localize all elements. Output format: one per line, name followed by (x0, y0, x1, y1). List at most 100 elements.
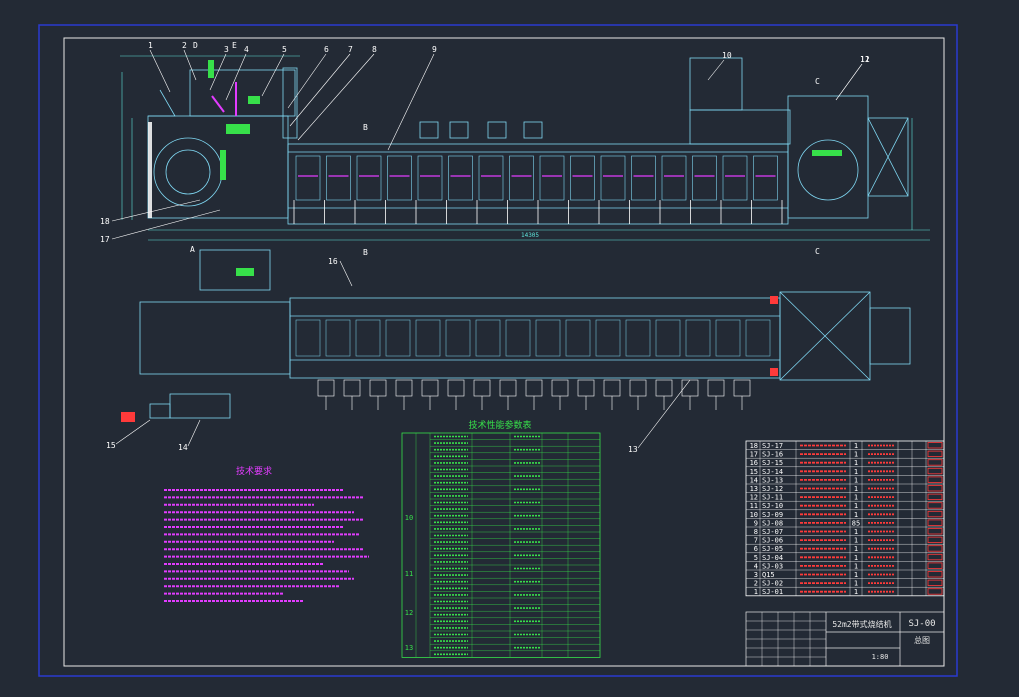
bom-item-code: SJ-09 (762, 511, 783, 519)
bom-item-weight (927, 502, 943, 509)
callout-label: 9 (432, 45, 437, 54)
bom-item-number: 14 (750, 476, 758, 484)
plan-wind-box (551, 379, 569, 397)
bom-item-code: SJ-15 (762, 459, 783, 467)
bom-item-code: SJ-13 (762, 476, 783, 484)
bom-item-weight (927, 510, 943, 518)
chute-cross-2 (867, 117, 909, 197)
bom-item-code: SJ-17 (762, 442, 783, 450)
bom-item-weight (927, 553, 943, 561)
callout-leader (835, 63, 863, 101)
bom-item-weight (927, 493, 943, 501)
callout-label: 16 (328, 257, 338, 266)
pallet-segment (448, 155, 473, 201)
bom-item-qty: 1 (854, 485, 858, 493)
elevation-view (147, 57, 909, 225)
plan-wind-box (525, 379, 543, 397)
pallet-segment (326, 155, 351, 201)
plan-view (139, 249, 911, 419)
plan-pallet-segment (745, 319, 771, 357)
callout-label: 14 (178, 443, 188, 452)
callout-leader (637, 379, 691, 449)
callout-label: 6 (324, 45, 329, 54)
callout-e: E (232, 41, 237, 50)
white-column-1 (148, 122, 152, 218)
callout-leader (289, 53, 351, 127)
head-sprocket-inner (165, 149, 211, 195)
bom-item-number: 11 (750, 502, 758, 510)
pallet-segment (387, 155, 412, 201)
plan-accents (121, 268, 778, 422)
params-group-number: 11 (405, 570, 413, 578)
bom-item-weight (927, 459, 943, 466)
plan-pallet-segment (325, 319, 351, 357)
callout-leader (339, 260, 353, 287)
bom-item-code: SJ-06 (762, 537, 783, 545)
plan-feed-box (199, 249, 271, 291)
plan-pallet-segment (565, 319, 591, 357)
bom-item-qty: 1 (854, 588, 858, 596)
wind-box-top-3 (487, 121, 507, 139)
bom-item-qty: 1 (854, 554, 858, 562)
title-block-grid (746, 612, 826, 666)
params-group-number: 13 (405, 644, 413, 652)
plan-red-marker-2 (770, 368, 778, 376)
bom-item-code: SJ-03 (762, 562, 783, 570)
callout-label: 5 (282, 45, 287, 54)
bom-item-code: SJ-02 (762, 580, 783, 588)
plan-red-marker-1 (770, 296, 778, 304)
params-group-number: 10 (405, 514, 413, 522)
callout-label: 17 (100, 235, 110, 244)
green-detail-1 (226, 124, 250, 134)
outer-frame (38, 24, 958, 677)
bom-item-code: SJ-12 (762, 485, 783, 493)
plan-wind-box (681, 379, 699, 397)
plan-wind-box (499, 379, 517, 397)
bom-item-qty: 1 (854, 442, 858, 450)
callout-label: 3 (224, 45, 229, 54)
bom-item-code: SJ-05 (762, 545, 783, 553)
drawing-scale: 1:80 (872, 653, 889, 661)
pallet-segment (661, 155, 687, 201)
plan-wind-boxes (317, 379, 751, 410)
plan-discharge (869, 307, 911, 365)
bom-item-number: 16 (750, 459, 758, 467)
plan-pallet-segment (685, 319, 711, 357)
plan-wind-box (603, 379, 621, 397)
bom-item-qty: 1 (854, 476, 858, 484)
wind-box-top-2 (449, 121, 469, 139)
head-sprocket (153, 137, 223, 207)
section-marker-c-bottom: C (815, 247, 820, 256)
callout-label: 7 (348, 45, 353, 54)
bom-item-weight (927, 545, 943, 552)
bom-item-weight (927, 562, 943, 569)
bom-item-code: SJ-07 (762, 528, 783, 536)
plan-green-detail (236, 268, 254, 276)
bom-item-number: 3 (754, 571, 758, 579)
plan-pallet-segment (625, 319, 651, 357)
drawing-number: SJ-00 (908, 619, 935, 629)
pallet-segment (692, 155, 717, 201)
params-table-title: 技术性能参数表 (468, 419, 531, 431)
tail-hood (689, 109, 791, 145)
ignition-hood (282, 67, 298, 139)
callout-leader (115, 419, 151, 445)
tail-sprocket (797, 139, 859, 201)
plan-wind-box (343, 379, 361, 397)
bom-item-qty: 1 (854, 451, 858, 459)
callout-label: 12 (860, 55, 870, 64)
green-detail-5 (220, 150, 226, 180)
pallet-segment (295, 155, 321, 201)
plan-strand (289, 297, 781, 379)
bom-item-code: SJ-16 (762, 451, 783, 459)
bom-item-weight (927, 579, 943, 586)
head-support (148, 89, 176, 117)
bom-item-number: 10 (750, 511, 758, 519)
bom-item-number: 1 (754, 588, 758, 596)
bom-item-weight (927, 442, 943, 449)
